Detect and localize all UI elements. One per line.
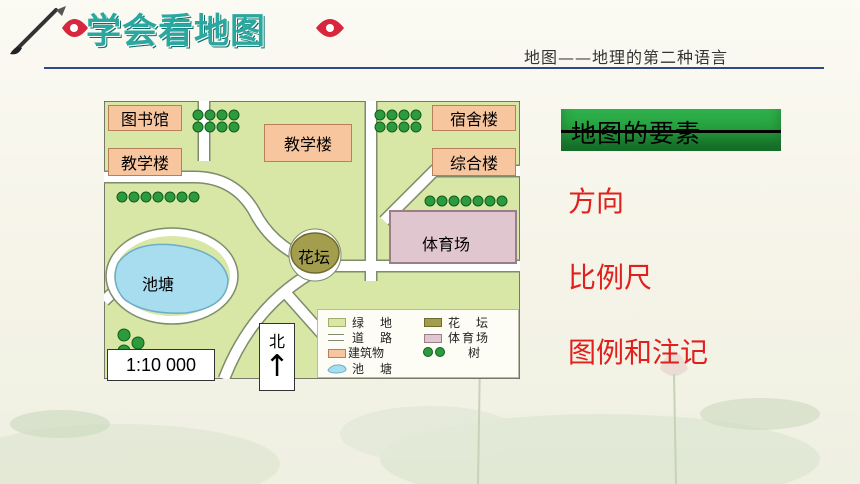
building-teaching-left: 教学楼 <box>108 148 182 176</box>
north-arrow: 北 ↑ <box>259 323 295 391</box>
legend-green-label: 绿 地 <box>352 316 395 330</box>
brush-icon <box>10 6 66 55</box>
legend-tree-label: 树 <box>468 346 483 360</box>
legend-swatch-building <box>328 349 346 358</box>
flower-bed-shape <box>290 232 340 274</box>
element-direction: 方向 <box>568 185 625 218</box>
legend-sports-label: 体育场 <box>448 331 491 345</box>
elements-heading: 地图的要素 <box>561 109 781 151</box>
legend-tree-icon <box>423 347 445 357</box>
element-legend-notes: 图例和注记 <box>568 336 709 369</box>
north-arrow-icon: ↑ <box>264 349 290 384</box>
header: 学会看地图 地图——地理的第二种语言 <box>0 0 860 70</box>
legend-swatch-road <box>328 334 344 341</box>
pond-shape <box>114 243 229 314</box>
legend-swatch-sports <box>424 334 442 343</box>
page-subtitle: 地图——地理的第二种语言 <box>524 48 729 67</box>
legend-road-label: 道 路 <box>352 331 395 345</box>
pond-label: 池塘 <box>142 275 175 294</box>
page-title: 学会看地图 <box>86 12 267 52</box>
elements-heading-text: 地图的要素 <box>571 119 702 148</box>
legend-swatch-flower <box>424 318 442 327</box>
north-label: 北 <box>268 332 285 351</box>
building-library: 图书馆 <box>108 105 182 131</box>
heading-strike-line <box>561 130 781 133</box>
sports-field-label: 体育场 <box>422 235 471 254</box>
legend-pond-label: 池 塘 <box>352 362 395 376</box>
header-rule <box>44 67 824 69</box>
lotus-decoration <box>0 339 820 484</box>
map-legend: 绿 地 花 坛 道 路 体育场 建筑物 树 池 塘 <box>317 309 519 378</box>
building-complex: 综合楼 <box>432 148 516 176</box>
ornament-left-icon <box>62 19 88 37</box>
map-scale: 1:10 000 <box>107 349 215 381</box>
flower-bed-label: 花坛 <box>298 248 331 267</box>
legend-swatch-green <box>328 318 346 327</box>
building-dormitory: 宿舍楼 <box>432 105 516 131</box>
element-scale: 比例尺 <box>568 261 653 294</box>
legend-pond-icon <box>327 364 347 374</box>
legend-flower-label: 花 坛 <box>448 316 491 330</box>
legend-building-label: 建筑物 <box>348 346 385 360</box>
ornament-right-icon <box>316 19 344 37</box>
building-teaching-center: 教学楼 <box>264 124 352 162</box>
